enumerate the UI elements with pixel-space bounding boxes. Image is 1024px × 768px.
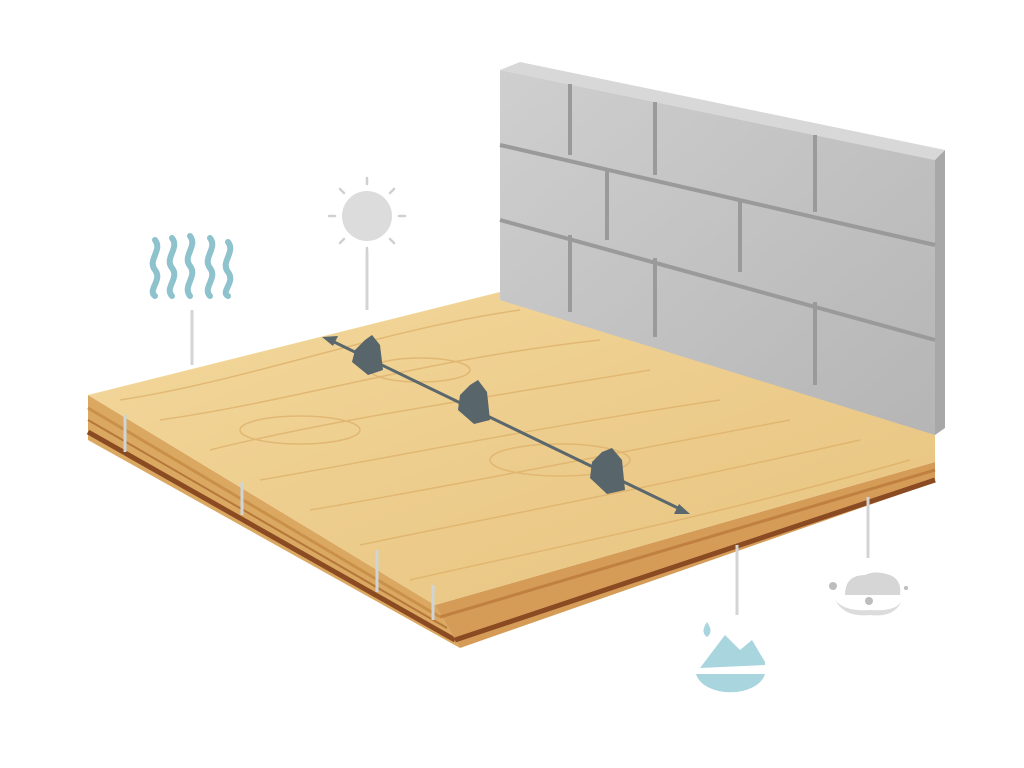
spacer-clip-icon	[352, 335, 625, 494]
cloud-icon	[829, 497, 908, 616]
floor-joint-markers	[123, 415, 435, 620]
floor-front-edge	[88, 395, 460, 648]
sun-icon	[327, 176, 407, 310]
wood-grain	[119, 309, 911, 581]
mortar-lines	[499, 84, 936, 385]
brick-wall	[499, 62, 945, 435]
water-drop-icon	[696, 545, 765, 693]
wood-floor-slab	[86, 292, 936, 648]
humidity-waves-icon	[149, 233, 234, 299]
